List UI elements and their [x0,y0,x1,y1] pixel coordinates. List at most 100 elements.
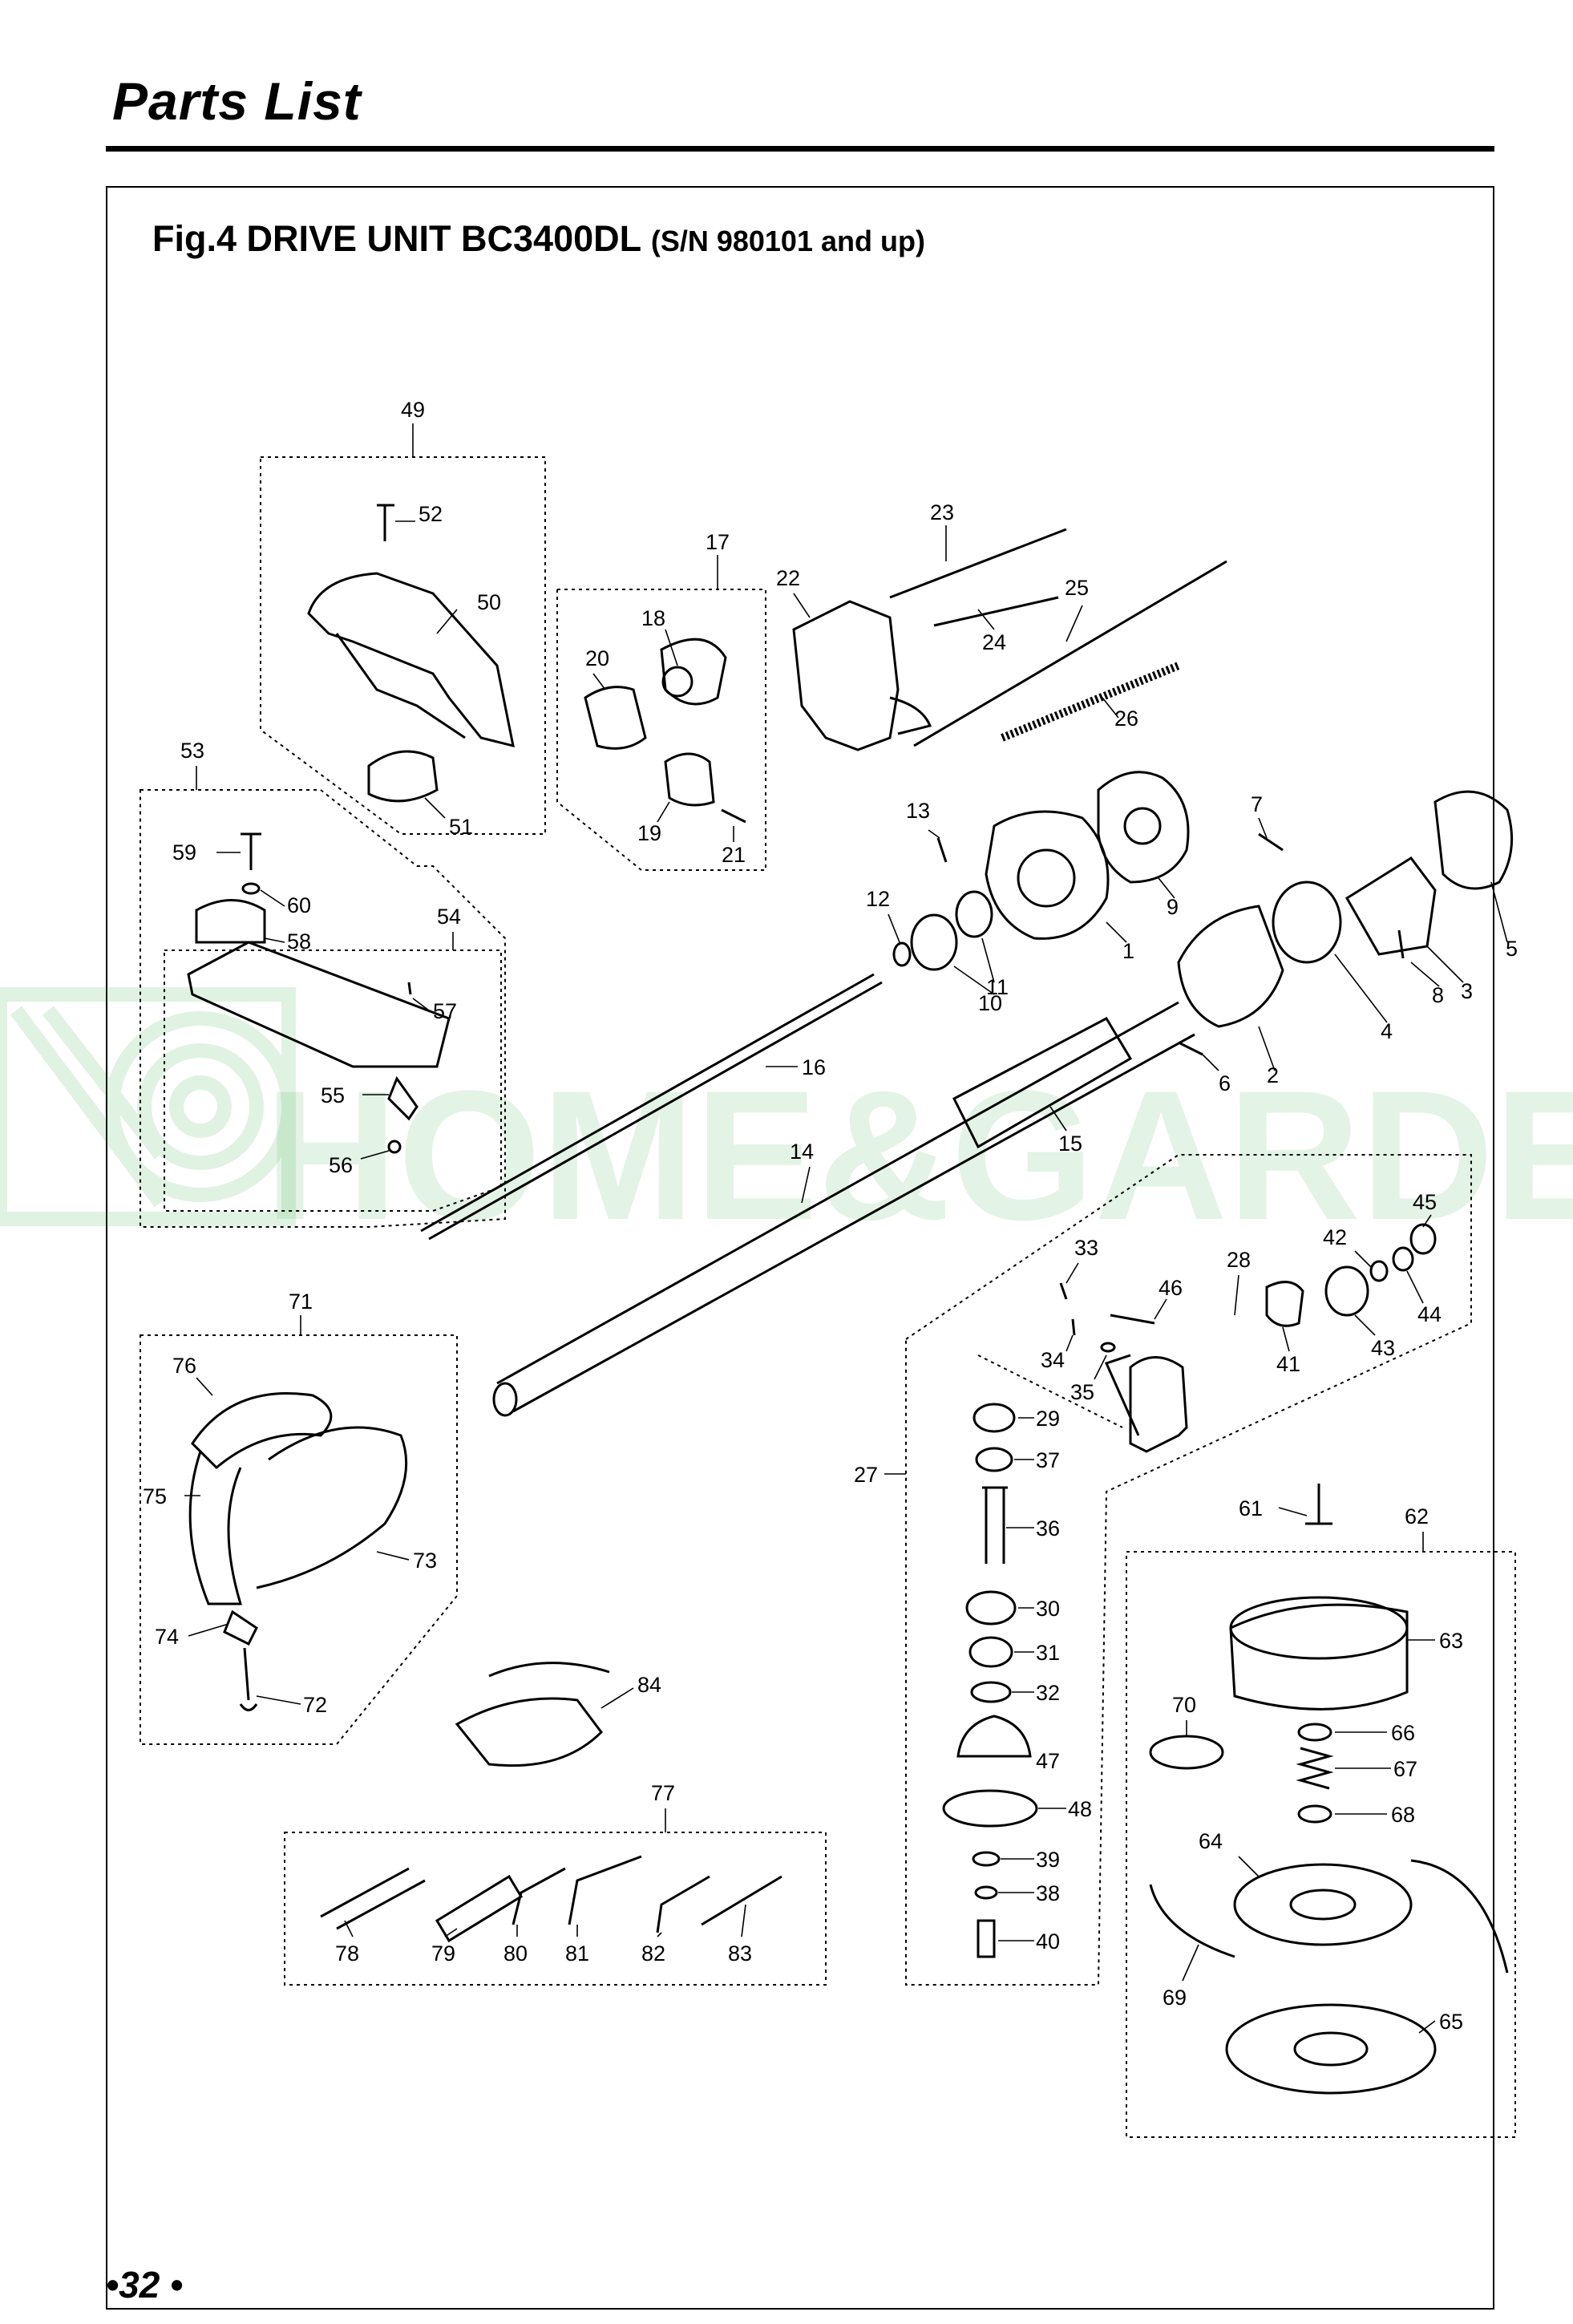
part-24-cable-icon [933,596,1059,627]
leader-84 [600,1687,634,1709]
part-60-washer-icon [241,882,261,895]
callout-23: 23 [930,500,954,524]
leader-22 [793,593,811,618]
part-2-cover-icon [1177,905,1284,1028]
leader-14 [801,1166,811,1204]
callout-36: 36 [1036,1516,1060,1541]
leader-61 [1278,1507,1308,1516]
leader-64 [1238,1856,1260,1877]
part-65-base-hub-icon [1293,2031,1369,2067]
callout-40: 40 [1036,1929,1060,1954]
part-55-plate-icon [387,1075,419,1121]
leader-4 [1334,953,1388,1023]
callout-54: 54 [437,905,461,929]
part-48-plate-icon [942,1789,1038,1828]
part-72-hook-icon [239,1647,258,1711]
part-84-goggles-icon [455,1697,603,1767]
part-43-bearing-icon [1324,1265,1369,1317]
callout-81: 81 [565,1941,589,1966]
part-18-clamp-icon [660,638,727,706]
callout-38: 38 [1036,1881,1060,1905]
leader-60 [260,889,285,907]
group-box-17 [556,589,766,871]
callout-16: 16 [802,1055,826,1079]
part-6-screw-icon [1178,1041,1203,1056]
part-84-strap-icon [488,1662,610,1678]
callout-51: 51 [449,815,473,839]
callout-73: 73 [413,1549,437,1573]
part-66-ring-icon [1297,1723,1332,1742]
part-16-drive-shaft-icon [420,973,883,1241]
leader-51 [424,797,446,819]
part-46-bolt-icon [1110,1314,1155,1325]
part-33-screw-icon [1059,1282,1068,1300]
callout-17: 17 [706,530,730,554]
leader-44 [1406,1270,1424,1304]
leader-2 [1258,1026,1276,1071]
part-45-ring-icon [1409,1223,1437,1255]
part-47-holder-icon [956,1715,1032,1758]
callout-24: 24 [982,630,1006,654]
part-67-spring-icon [1296,1747,1334,1790]
callout-47: 47 [1036,1749,1060,1773]
part-64-spool-hub-icon [1289,1889,1357,1921]
parts [187,504,1514,2095]
callout-75: 75 [143,1484,167,1508]
callout-68: 68 [1391,1803,1415,1827]
callout-8: 8 [1432,983,1444,1007]
callout-19: 19 [637,821,661,845]
leader-15 [1049,1106,1067,1132]
leader-65 [1418,2020,1436,2034]
callout-7: 7 [1251,792,1263,816]
part-44-ring-icon [1392,1246,1414,1272]
leader-26 [1102,697,1119,719]
leader-78 [344,1920,354,1937]
callout-13: 13 [906,799,930,823]
callout-12: 12 [866,887,890,911]
leader-35 [1094,1354,1107,1380]
part-32-ring-icon [970,1681,1012,1703]
callout-49: 49 [401,398,425,422]
leader-73 [376,1551,410,1561]
callout-21: 21 [722,843,746,867]
part-58-bracket-icon [195,899,266,944]
leader-8 [1410,962,1440,987]
part-22-trigger-icon [889,696,932,735]
part-50-handle-icon [307,572,515,748]
part-9-clutch-drum-icon [1097,771,1190,884]
callout-52: 52 [419,502,443,526]
group-box-53 [140,789,506,1228]
callout-10: 10 [978,991,1002,1015]
group-box-62 [1126,1551,1516,2138]
leader-5 [1490,881,1508,943]
part-73-strap-loop-icon [256,1426,408,1589]
callout-58: 58 [287,929,311,953]
callout-53: 53 [180,739,204,763]
callout-22: 22 [776,566,800,590]
part-37-washer-icon [975,1447,1013,1472]
callout-6: 6 [1219,1071,1231,1095]
part-26-spring-tube-icon [1001,662,1180,742]
part-75-strap-icon [188,1451,243,1605]
part-40-bolt-icon [977,1919,996,1958]
leader-45 [1422,1214,1432,1228]
part-14-outer-tube-icon [496,1001,1195,1413]
callout-56: 56 [329,1153,353,1177]
part-56-nut-icon [387,1140,402,1154]
callout-27: 27 [854,1463,878,1487]
leader-41 [1282,1326,1290,1352]
part-1-bore-icon [1017,848,1076,908]
callout-76: 76 [172,1354,196,1378]
part-18-ring-icon [661,666,693,698]
figure-title-main: Fig.4 DRIVE UNIT BC3400DL [152,218,641,259]
part-78-tool-icon [320,1867,426,1930]
part-59-bolt-icon [241,832,261,870]
callout-80: 80 [503,1941,528,1966]
part-28-gear-case-arm-icon [1104,1354,1140,1436]
callout-32: 32 [1036,1681,1060,1705]
leader-72 [256,1695,301,1705]
callout-57: 57 [433,999,457,1023]
callout-34: 34 [1041,1348,1065,1372]
group-box-28-inner [977,1354,1123,1428]
